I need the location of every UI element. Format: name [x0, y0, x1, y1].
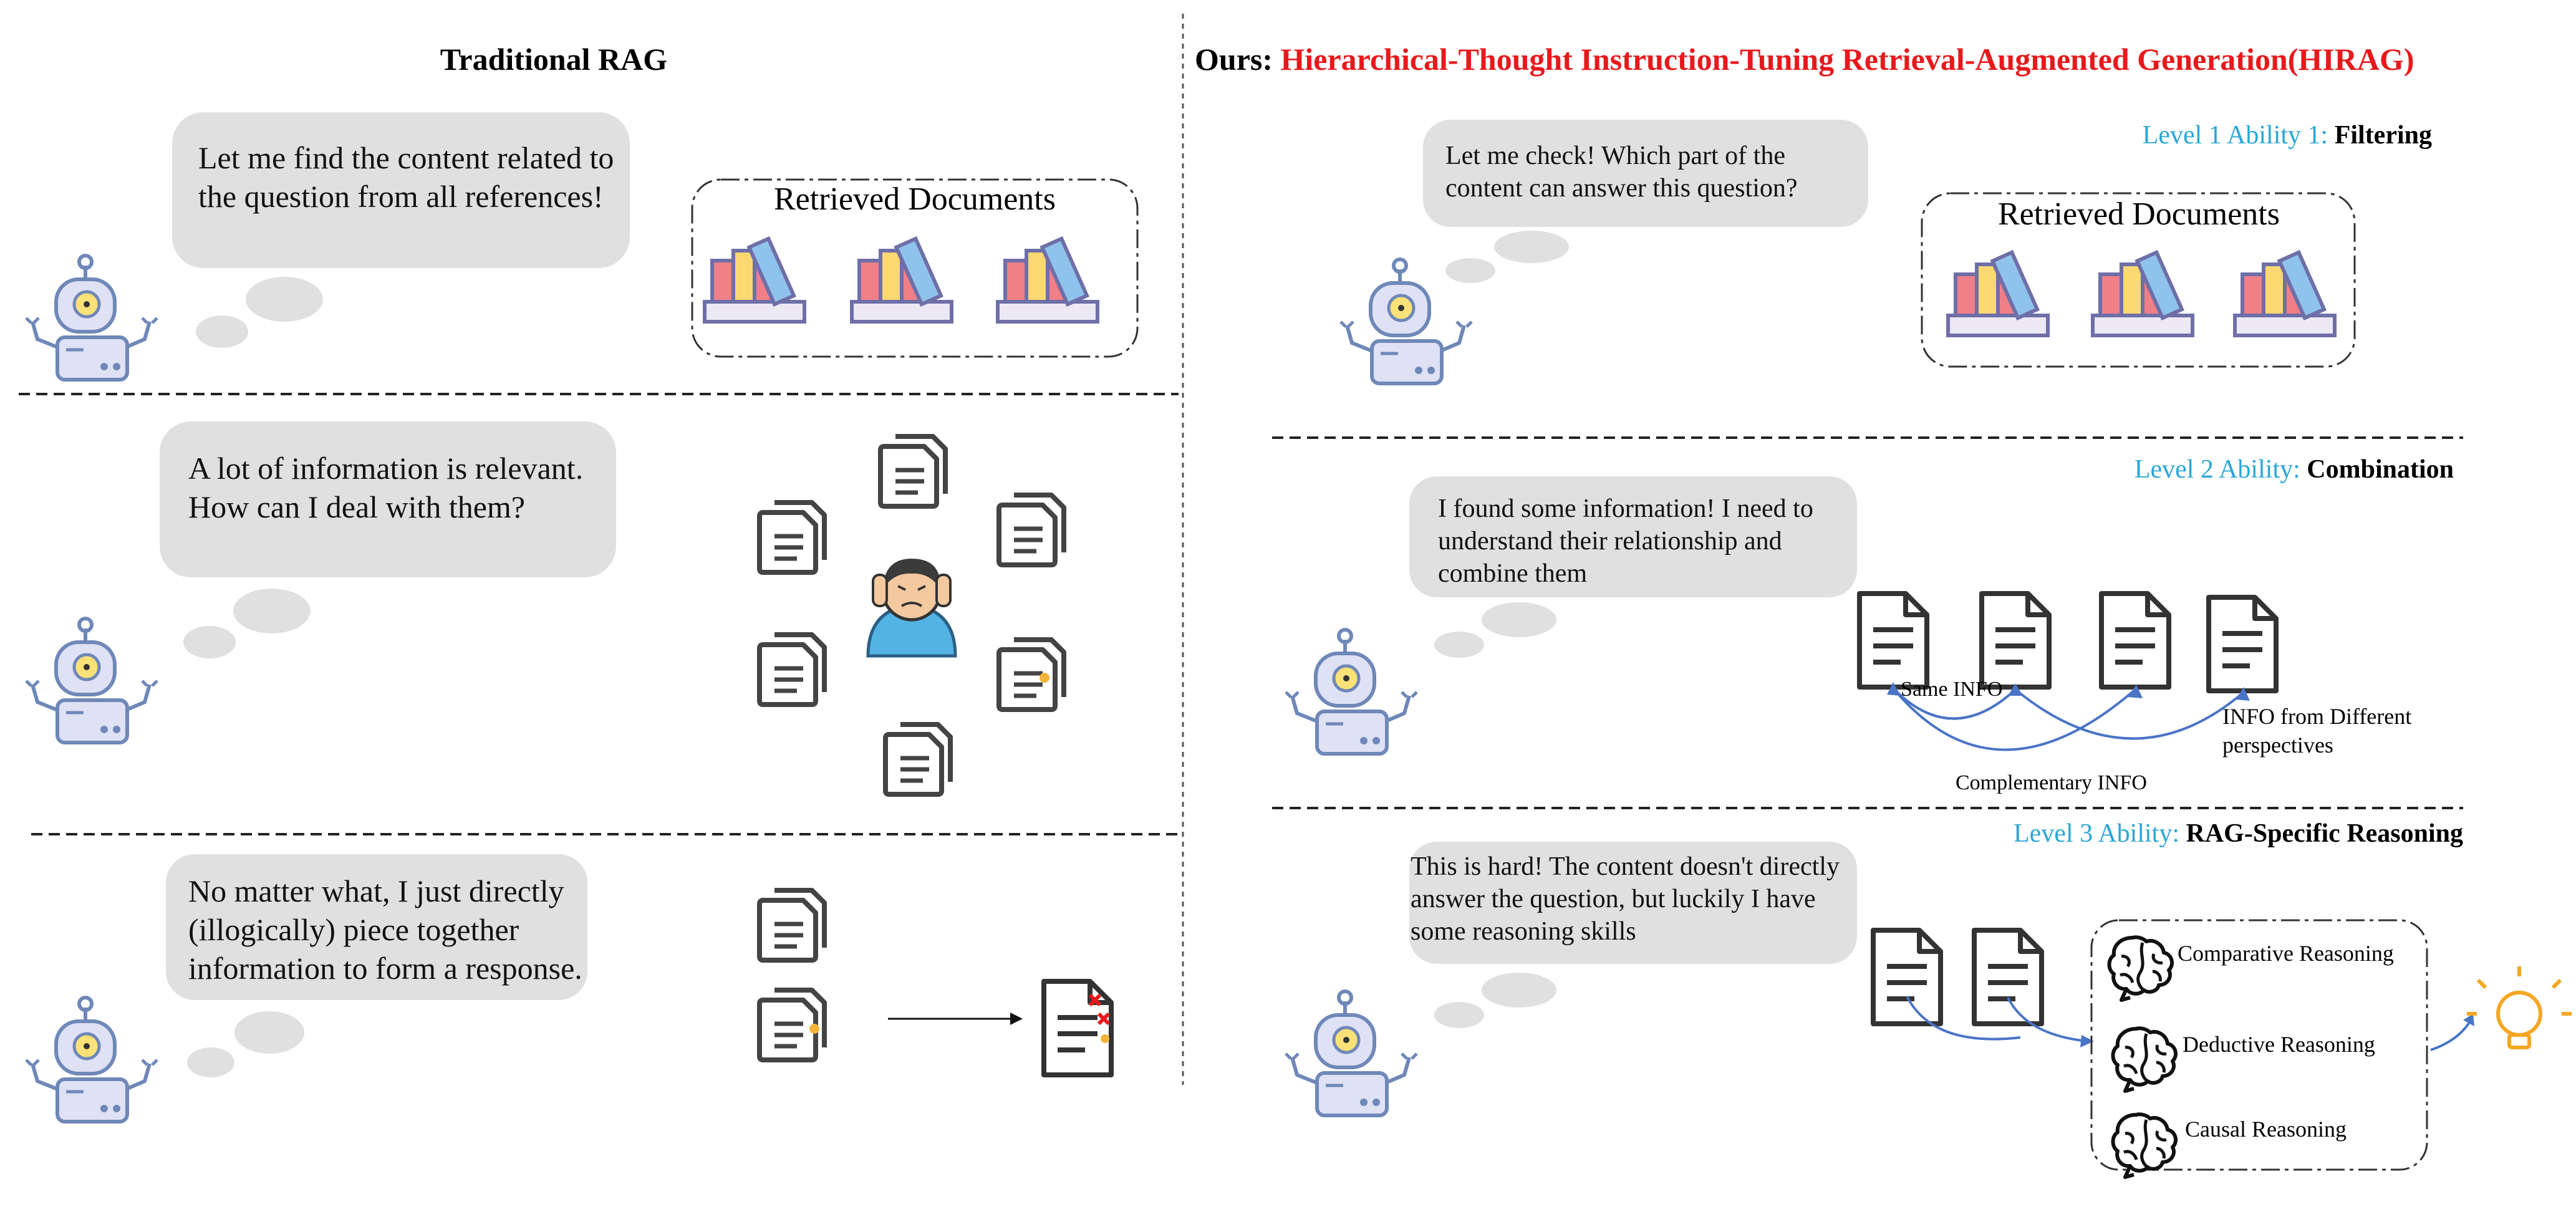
wrong-document-icon	[1044, 981, 1111, 1075]
stressed-person-icon	[866, 559, 957, 658]
right-title-prefix: Ours:	[1195, 42, 1281, 77]
causal-reasoning-label: Causal Reasoning	[2185, 1117, 2347, 1142]
speech-bubble	[1423, 120, 1868, 227]
brain-icon	[2110, 937, 2173, 1000]
right-title: Ours: Hierarchical-Thought Instruction-T…	[1195, 42, 2414, 77]
level-3-ability: RAG-Specific Reasoning	[2186, 819, 2464, 848]
level-1-box-title: Retrieved Documents	[1998, 196, 2280, 232]
reasoning-box	[2090, 919, 2428, 1171]
speech-bubble	[160, 421, 616, 577]
same-info-label: Same INFO	[1901, 678, 2002, 701]
speech-bubble	[1409, 842, 1857, 964]
level-2-panel: Level 2 Ability: Combination Same INFO C…	[1286, 455, 2454, 794]
thought-bubble-large	[234, 1011, 304, 1054]
highlight-dot	[809, 1024, 819, 1034]
document-icon	[2101, 594, 2169, 687]
thought-bubble-large	[233, 589, 311, 633]
arrow-to-answer	[2430, 1021, 2471, 1051]
arrow-to-reasoning	[1906, 996, 2021, 1041]
left-box-title: Retrieved Documents	[774, 181, 1056, 217]
robot-icon	[1286, 991, 1417, 1115]
speech-bubble	[166, 854, 587, 1000]
arrow-to-reasoning	[2007, 997, 2088, 1042]
document-icon	[1873, 930, 1941, 1024]
level-2-ability: Combination	[2307, 455, 2454, 484]
left-panel-2	[26, 421, 1064, 794]
robot-icon	[1286, 630, 1417, 754]
thought-bubble-large	[1482, 973, 1556, 1008]
document-icon	[1860, 594, 1927, 687]
different-perspectives-label: INFO from Different perspectives	[2222, 704, 2412, 758]
arrow-head	[2463, 1014, 2474, 1026]
thought-bubble-small	[183, 626, 236, 658]
level-1-panel: Level 1 Ability 1: Filtering	[1341, 120, 2432, 383]
left-panel-1	[26, 112, 1139, 380]
left-panel-3	[26, 854, 1111, 1122]
left-speech-2: A lot of information is relevant. How ca…	[188, 451, 584, 524]
thought-bubble-small	[196, 315, 248, 348]
left-speech-1: Let me find the content related to the q…	[198, 140, 614, 214]
level-2-speech: I found some information! I need to unde…	[1438, 494, 1813, 588]
document-icon	[1982, 594, 2049, 687]
thought-bubble-large	[246, 277, 323, 322]
retrieved-documents-box	[691, 178, 1139, 358]
robot-icon	[26, 256, 157, 380]
book-stack-icon	[2235, 253, 2335, 335]
arrow-head	[1010, 1013, 1023, 1025]
level-3-label: Level 3 Ability:	[2014, 819, 2186, 848]
copy-document-icon	[880, 436, 945, 506]
relation-arrows	[1892, 687, 2244, 751]
brain-icon	[2113, 1028, 2176, 1091]
level-3-speech: This is hard! The content doesn't direct…	[1411, 852, 1840, 946]
document-icon	[2209, 597, 2276, 691]
speech-bubble	[172, 112, 630, 268]
thought-bubble-large	[1482, 602, 1556, 637]
book-stack-icon	[852, 239, 952, 322]
copy-document-icon	[999, 640, 1064, 710]
arrow-heads	[1887, 682, 2250, 701]
right-title-main: Hierarchical-Thought Instruction-Tuning …	[1281, 42, 2414, 77]
highlight-dot	[1040, 673, 1049, 683]
thought-bubble-small	[187, 1047, 234, 1077]
copy-document-icon	[760, 635, 824, 705]
complementary-info-label: Complementary INFO	[1956, 771, 2147, 794]
copy-document-icon	[760, 890, 824, 960]
robot-icon	[26, 998, 157, 1122]
copy-document-icon	[760, 503, 824, 572]
thought-bubble-small	[1434, 1002, 1484, 1028]
level-3-panel: Level 3 Ability: RAG-Specific Reasoning	[1286, 819, 2572, 1177]
brain-icon	[2113, 1114, 2176, 1177]
document-icon	[1974, 930, 2042, 1024]
book-stack-icon	[705, 239, 804, 322]
left-speech-3: No matter what, I just directly (illogic…	[188, 873, 582, 986]
level-3-heading: Level 3 Ability: RAG-Specific Reasoning	[2014, 819, 2463, 848]
level-2-heading: Level 2 Ability: Combination	[2135, 455, 2454, 484]
lightbulb-icon	[2467, 966, 2572, 1049]
deductive-reasoning-label: Deductive Reasoning	[2183, 1032, 2375, 1057]
speech-bubble	[1409, 476, 1857, 597]
level-1-label: Level 1 Ability 1:	[2143, 121, 2335, 150]
level-1-ability: Filtering	[2335, 121, 2432, 150]
thought-bubble-large	[1494, 231, 1569, 263]
copy-document-icon	[999, 495, 1064, 565]
level-1-speech: Let me check! Which part of the content …	[1445, 142, 1798, 203]
robot-icon	[26, 618, 157, 743]
comparative-reasoning-label: Comparative Reasoning	[2178, 941, 2394, 966]
left-title: Traditional RAG	[440, 42, 667, 77]
level-2-label: Level 2 Ability:	[2135, 455, 2307, 484]
thought-bubble-small	[1445, 258, 1495, 283]
arrow-head	[2080, 1035, 2094, 1047]
retrieved-documents-box	[1921, 192, 2356, 368]
copy-document-icon	[885, 724, 950, 794]
thought-bubble-small	[1434, 632, 1484, 658]
book-stack-icon	[998, 239, 1097, 322]
level-1-heading: Level 1 Ability 1: Filtering	[2143, 121, 2432, 150]
book-stack-icon	[1948, 253, 2048, 335]
book-stack-icon	[2093, 253, 2192, 335]
